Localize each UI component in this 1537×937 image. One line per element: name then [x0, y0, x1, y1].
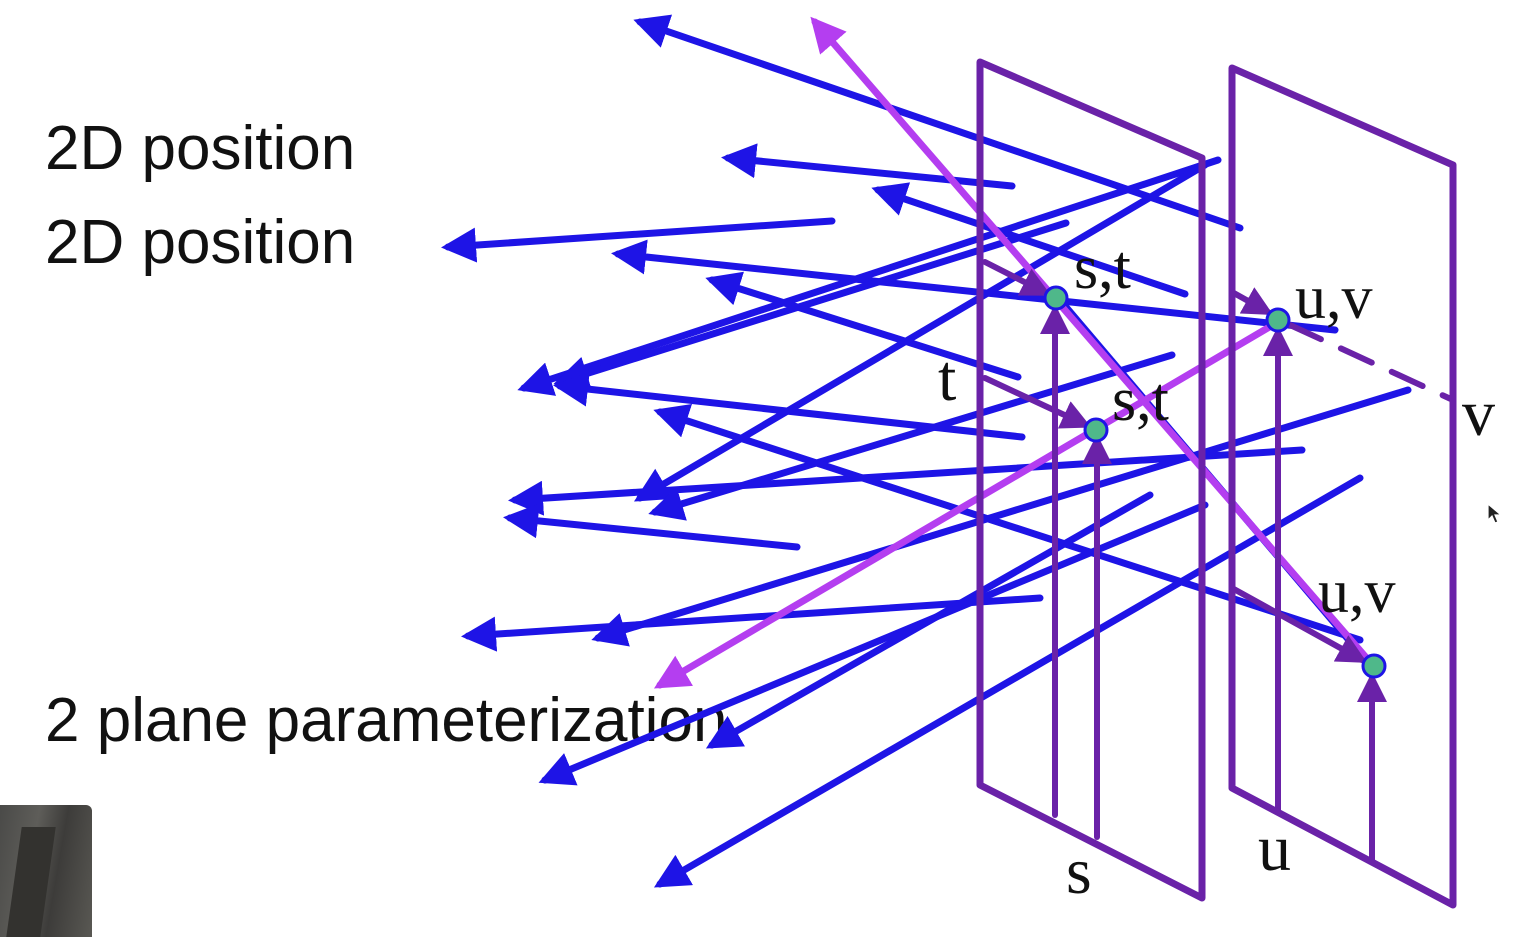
blue-ray	[508, 446, 1306, 516]
blue-ray	[871, 182, 1189, 298]
blue-ray	[461, 594, 1044, 652]
label-2d-position-1: 2D position	[45, 114, 356, 183]
point-uv-top	[1265, 307, 1291, 333]
v-axis-dashed	[1287, 322, 1456, 403]
st-plane	[976, 58, 1206, 902]
label-v-axis: v	[1462, 377, 1495, 450]
t-arrow-1	[982, 259, 1052, 296]
blue-ray	[633, 161, 1209, 502]
label-u-axis: u	[1258, 812, 1291, 885]
label-uv-top: u,v	[1295, 264, 1373, 332]
planes	[976, 58, 1457, 909]
magenta-ray-bottom	[653, 318, 1282, 689]
speaker-video-thumbnail	[0, 805, 92, 937]
blue-ray	[441, 217, 836, 263]
uv-plane	[1228, 64, 1457, 909]
label-uv-bottom: u,v	[1318, 558, 1396, 626]
label-s-axis: s	[1066, 835, 1092, 908]
blue-ray	[705, 271, 1022, 381]
intersection-points	[1043, 285, 1387, 679]
blue-ray	[653, 474, 1364, 888]
blue-ray	[553, 219, 1070, 391]
point-uv-bottom	[1361, 653, 1387, 679]
point-st-mid	[1083, 417, 1109, 443]
blue-ray	[591, 386, 1412, 647]
thumbnail-shape	[6, 827, 56, 937]
v-arrow-1	[1229, 287, 1274, 315]
blue-ray	[517, 156, 1222, 396]
point-st-top	[1043, 285, 1069, 311]
blue-ray	[538, 501, 1209, 786]
label-st-top: s,t	[1074, 234, 1131, 302]
label-st-mid: s,t	[1112, 366, 1169, 434]
blue-ray	[653, 404, 1364, 644]
blue-ray	[721, 143, 1016, 190]
blue-ray	[633, 14, 1244, 232]
t-arrow-2	[982, 375, 1092, 429]
label-2d-position-2: 2D position	[45, 208, 356, 277]
mouse-pointer-icon	[1487, 503, 1503, 524]
coordinate-arrows	[982, 259, 1456, 863]
label-2-plane-parameterization: 2 plane parameterization	[45, 686, 728, 755]
blue-ray	[503, 503, 801, 551]
label-t-axis: t	[938, 342, 956, 415]
v-arrow-2	[1229, 585, 1368, 663]
